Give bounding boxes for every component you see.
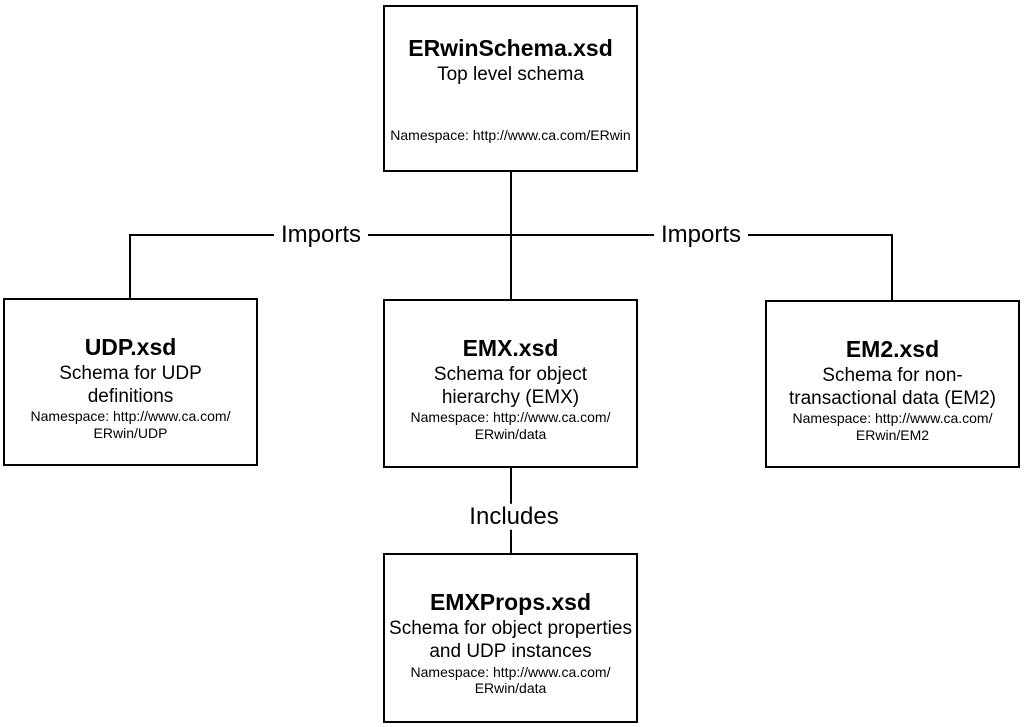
node-description-line: definitions: [87, 385, 174, 407]
node-namespace-line: Namespace: http://www.ca.com/: [410, 663, 611, 680]
node-namespace: Namespace: http://www.ca.com/ ERwin/UDP: [31, 408, 231, 441]
node-namespace-line: ERwin/data: [474, 680, 547, 697]
node-namespace: Namespace: http://www.ca.com/ERwin: [390, 127, 630, 144]
node-emxprops-xsd: EMXProps.xsd Schema for object propertie…: [383, 553, 638, 723]
node-namespace-line: ERwin/EM2: [855, 426, 930, 443]
node-title: EM2.xsd: [845, 336, 940, 362]
node-description-line: Schema for object properties: [389, 618, 632, 640]
edge-label-imports-right: Imports: [653, 221, 749, 249]
connector-imports-horizontal: [130, 234, 893, 236]
node-namespace-line: Namespace: http://www.ca.com/: [792, 410, 993, 427]
node-namespace-line: Namespace: http://www.ca.com/: [410, 409, 611, 426]
node-description: Top level schema: [437, 64, 584, 86]
node-emx-xsd: EMX.xsd Schema for object hierarchy (EMX…: [383, 299, 638, 468]
node-description: Schema for non- transactional data (EM2): [789, 365, 996, 410]
node-namespace-line: Namespace: http://www.ca.com/ERwin: [390, 127, 631, 144]
node-namespace-line: ERwin/data: [474, 425, 547, 442]
node-description-line: transactional data (EM2): [789, 387, 996, 409]
node-description-line: Schema for non-: [822, 365, 963, 387]
node-title: ERwinSchema.xsd: [408, 35, 613, 61]
node-em2-xsd: EM2.xsd Schema for non- transactional da…: [765, 300, 1020, 468]
node-erwinschema-xsd: ERwinSchema.xsd Top level schema Namespa…: [383, 5, 638, 172]
edge-label-imports-left: Imports: [273, 221, 369, 249]
node-description: Schema for object hierarchy (EMX): [434, 364, 587, 409]
node-namespace-line: ERwin/UDP: [93, 424, 168, 441]
node-description: Schema for object properties and UDP ins…: [389, 618, 632, 663]
node-title: UDP.xsd: [84, 334, 177, 360]
edge-label-includes: Includes: [462, 503, 566, 531]
connector-imports-to-em2: [891, 234, 893, 300]
node-title: EMX.xsd: [462, 335, 559, 361]
node-description: Schema for UDP definitions: [59, 363, 202, 408]
node-description-line: Top level schema: [437, 64, 584, 86]
node-description-line: Schema for UDP: [59, 363, 202, 385]
node-description-line: Schema for object: [433, 364, 588, 386]
node-description-line: and UDP instances: [429, 640, 592, 662]
node-description-line: hierarchy (EMX): [441, 386, 580, 408]
node-namespace: Namespace: http://www.ca.com/ ERwin/EM2: [793, 410, 993, 443]
node-namespace: Namespace: http://www.ca.com/ ERwin/data: [411, 664, 611, 697]
connector-imports-to-udp: [129, 234, 131, 298]
node-namespace: Namespace: http://www.ca.com/ ERwin/data: [411, 409, 611, 442]
node-namespace-line: Namespace: http://www.ca.com/: [30, 408, 231, 425]
node-title: EMXProps.xsd: [429, 589, 592, 615]
node-udp-xsd: UDP.xsd Schema for UDP definitions Names…: [3, 298, 258, 466]
